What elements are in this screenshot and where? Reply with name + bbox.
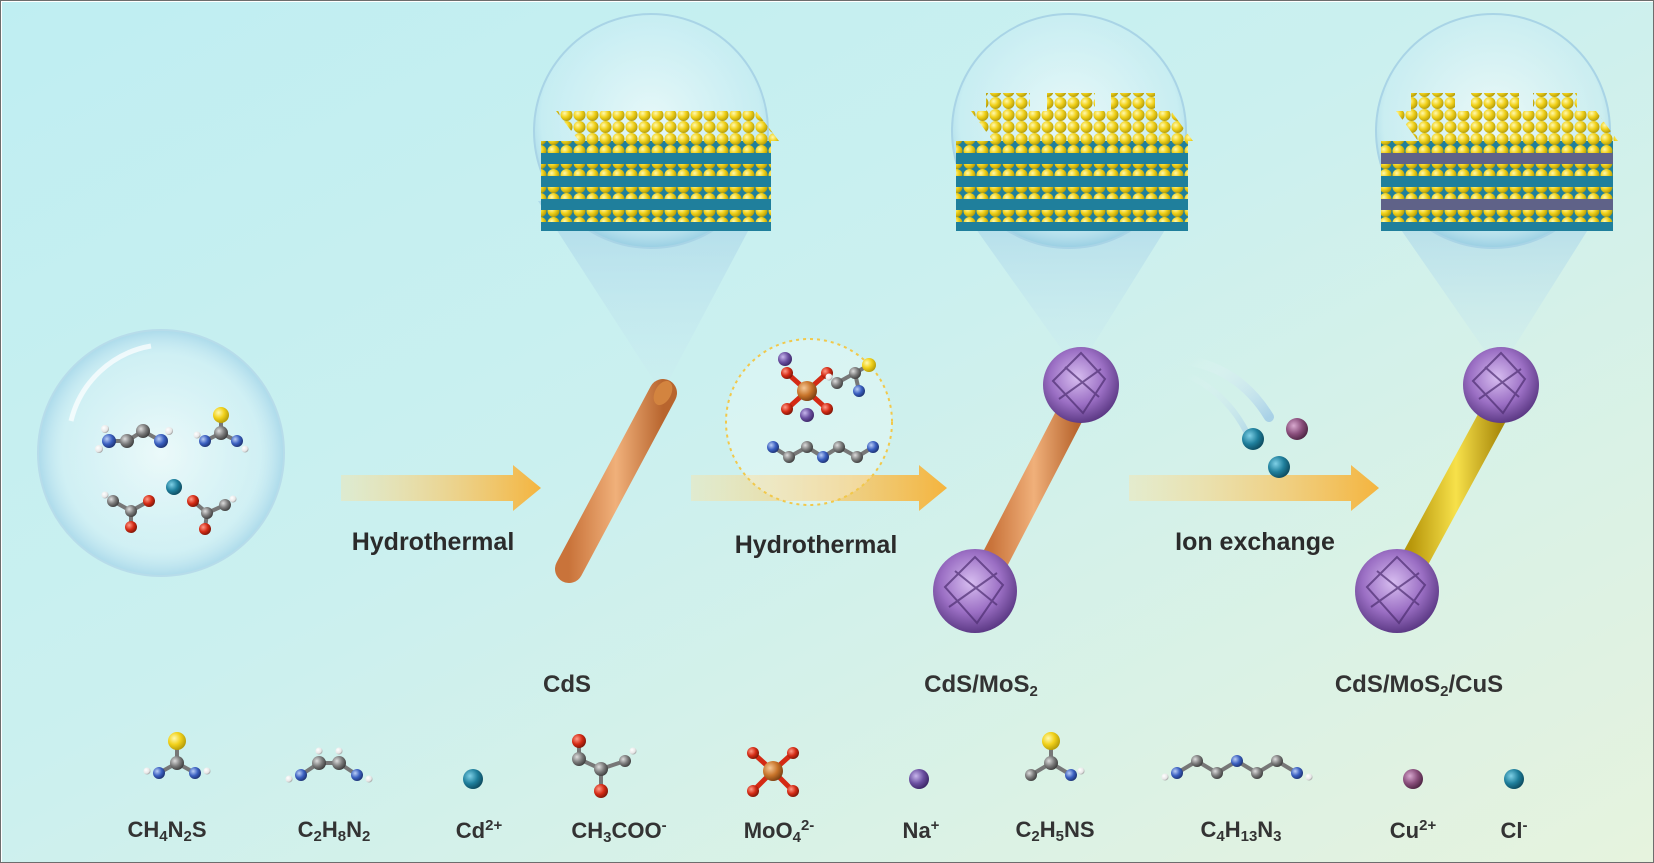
reagent-circle xyxy=(725,338,893,506)
legend-label-c2h8n2: C2H8N2 xyxy=(297,817,371,845)
legend-label-moo4: MoO42- xyxy=(743,817,815,846)
hydrothermal-arrow-1 xyxy=(341,465,541,511)
reagent-thioacetamide-molecule xyxy=(825,358,876,397)
mos2-flower-bottom xyxy=(933,549,1017,633)
bubble-acetate-molecule-1 xyxy=(101,491,155,533)
ion-exchange-label: Ion exchange xyxy=(1175,528,1335,556)
cus-nanorod xyxy=(1397,387,1515,581)
product-label-cds-mos2-sub: 2 xyxy=(1029,683,1038,700)
product-label-final-main1: CdS/MoS xyxy=(1334,671,1441,698)
mos2-flower-top xyxy=(1043,347,1119,423)
incoming-copper-ion xyxy=(1286,418,1308,440)
reagent-sodium-ion-1 xyxy=(778,352,792,366)
incoming-chloride-ion-1 xyxy=(1242,428,1264,450)
legend-icon-copper xyxy=(1403,769,1423,789)
product-label-cds-mos2: CdS/MoS2 xyxy=(924,671,1038,700)
hydrothermal-label-2: Hydrothermal xyxy=(734,531,898,559)
legend-label-ch3coo: CH3COO- xyxy=(571,817,667,846)
hydrothermal-label-1: Hydrothermal xyxy=(351,528,515,556)
legend-label-cl: Cl- xyxy=(1500,817,1528,843)
reagent-diethylenetriamine-molecule xyxy=(767,441,879,463)
cds-nanorod xyxy=(555,379,677,583)
legend-icon-molybdate xyxy=(747,747,799,797)
ion-exchange-arrow xyxy=(1129,465,1379,511)
mos2-flower-top-final xyxy=(1463,347,1539,423)
legend-icon-diethylenetriamine xyxy=(1161,755,1313,781)
cds-zoom-cone xyxy=(538,201,764,393)
cds-mos2-zoom-cone xyxy=(956,201,1183,371)
product-label-cds-mos2-main: CdS/MoS xyxy=(924,671,1030,698)
product-label-final-main2: /CuS xyxy=(1448,671,1504,698)
cds-mos2-crystal-slab xyxy=(956,93,1193,231)
bubble-ethylenediamine-molecule xyxy=(95,424,173,453)
legend-label-cu2: Cu2+ xyxy=(1389,817,1437,843)
legend-icon-sodium xyxy=(909,769,929,789)
legend-icon-cadmium xyxy=(463,769,483,789)
legend-icon-thiourea xyxy=(143,732,211,779)
bubble-cadmium-ion xyxy=(166,479,182,495)
reagent-sodium-ion-2 xyxy=(800,408,814,422)
incoming-chloride-ion-2 xyxy=(1268,456,1290,478)
cds-crystal-slab xyxy=(541,111,779,231)
cds-mos2-cus-crystal-slab xyxy=(1381,93,1618,231)
hydrothermal-arrow-2 xyxy=(691,465,947,511)
ion-exchange-motion-streaks xyxy=(1184,356,1274,436)
legend-label-c2h5ns: C2H5NS xyxy=(1015,817,1095,845)
legend-icon-ethylenediamine xyxy=(285,747,373,783)
product-label-final-sub: 2 xyxy=(1440,683,1449,700)
legend-label-ch4n2s: CH4N2S xyxy=(127,817,207,845)
legend-icon-chloride xyxy=(1504,769,1524,789)
legend-icon-thioacetamide xyxy=(1025,732,1085,781)
cds-mos2-cus-zoom-cone xyxy=(1381,201,1606,371)
bubble-acetate-molecule-2 xyxy=(187,495,237,535)
bubble-thiourea-molecule xyxy=(193,407,249,453)
legend-label-cd2: Cd2+ xyxy=(455,817,503,843)
legend-label-c4h13n3: C4H13N3 xyxy=(1200,817,1282,845)
legend-label-na: Na+ xyxy=(902,817,940,843)
mos2-flower-bottom-final xyxy=(1355,549,1439,633)
product-label-cds-mos2-cus: CdS/MoS2/CuS xyxy=(1335,671,1503,700)
product-label-cds: CdS xyxy=(543,671,591,698)
legend-icon-acetate xyxy=(572,734,637,798)
precursor-bubble xyxy=(37,329,285,577)
cds-mos2-nanorod xyxy=(977,387,1091,581)
